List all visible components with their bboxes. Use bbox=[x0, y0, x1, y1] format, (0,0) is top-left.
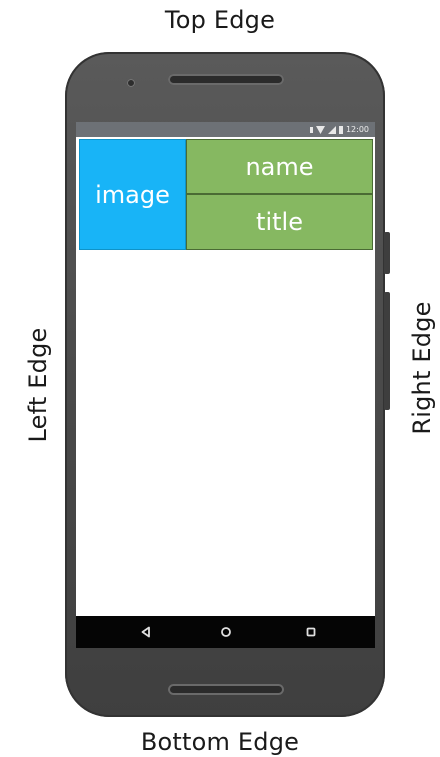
back-icon bbox=[141, 626, 150, 638]
status-icons: 12:00 bbox=[309, 124, 369, 135]
title-box: title bbox=[186, 194, 373, 250]
battery-icon bbox=[338, 125, 343, 134]
title-label: title bbox=[256, 208, 303, 236]
bottom-speaker bbox=[168, 684, 284, 695]
wifi-icon bbox=[315, 125, 325, 134]
image-label: image bbox=[95, 180, 170, 209]
recents-button[interactable] bbox=[291, 616, 331, 648]
signal-icon bbox=[327, 125, 336, 134]
top-speaker bbox=[168, 74, 284, 85]
recents-icon bbox=[306, 627, 316, 637]
front-camera bbox=[127, 79, 135, 87]
image-placeholder: image bbox=[79, 139, 186, 250]
navigation-bar bbox=[76, 616, 375, 648]
top-edge-label: Top Edge bbox=[164, 6, 276, 34]
back-button[interactable] bbox=[126, 616, 166, 648]
home-button[interactable] bbox=[206, 616, 246, 648]
power-button bbox=[384, 292, 390, 410]
left-edge-label: Left Edge bbox=[24, 327, 52, 443]
home-icon bbox=[221, 627, 231, 637]
volume-button bbox=[384, 232, 390, 274]
bottom-edge-label: Bottom Edge bbox=[140, 728, 300, 756]
name-box: name bbox=[186, 139, 373, 194]
alarm-icon bbox=[309, 126, 313, 133]
status-bar: 12:00 bbox=[76, 122, 375, 137]
name-label: name bbox=[245, 152, 314, 181]
status-time: 12:00 bbox=[345, 125, 369, 134]
right-edge-label: Right Edge bbox=[408, 301, 436, 435]
phone-screen: 12:00 image name title bbox=[76, 122, 375, 648]
